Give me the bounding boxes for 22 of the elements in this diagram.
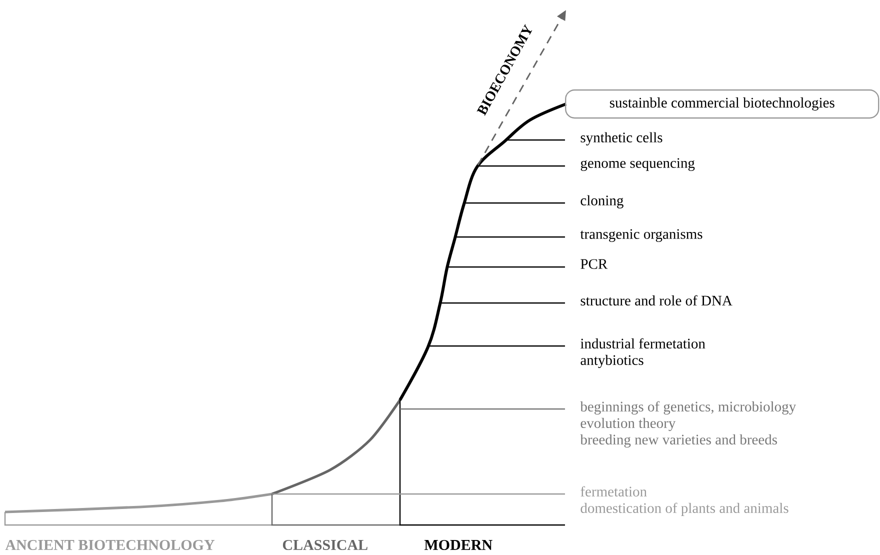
leader-line	[428, 345, 565, 347]
highlight-box: sustainble commercial biotechnologies	[565, 89, 880, 119]
leader-line	[505, 139, 565, 141]
milestone-label: cloning	[580, 195, 624, 208]
milestone-label: transgenic organisms	[580, 229, 702, 242]
era-label: CLASSICAL	[282, 540, 368, 550]
milestone-label: beginnings of genetics, microbiology evolution theory breeding new varieties and breeds	[580, 401, 796, 448]
milestone-label: genome sequencing	[580, 158, 695, 171]
milestone-label: fermetation domestication of plants and animals	[580, 486, 788, 516]
leader-line	[272, 493, 565, 495]
milestone-label: structure and role of DNA	[580, 295, 732, 306]
leader-line	[440, 302, 565, 304]
leader-line	[447, 266, 565, 268]
era-label: MODERN	[424, 540, 492, 550]
milestone-label: synthetic cells	[580, 132, 662, 146]
milestone-label: industrial fermetation antybiotics	[580, 338, 706, 368]
era-label: ANCIENT BIOTECHNOLOGY	[5, 540, 215, 550]
leader-line	[464, 202, 565, 204]
milestone-label: PCR	[580, 259, 608, 269]
leader-line	[400, 408, 565, 410]
leader-line	[477, 165, 565, 167]
leader-line	[455, 236, 565, 238]
